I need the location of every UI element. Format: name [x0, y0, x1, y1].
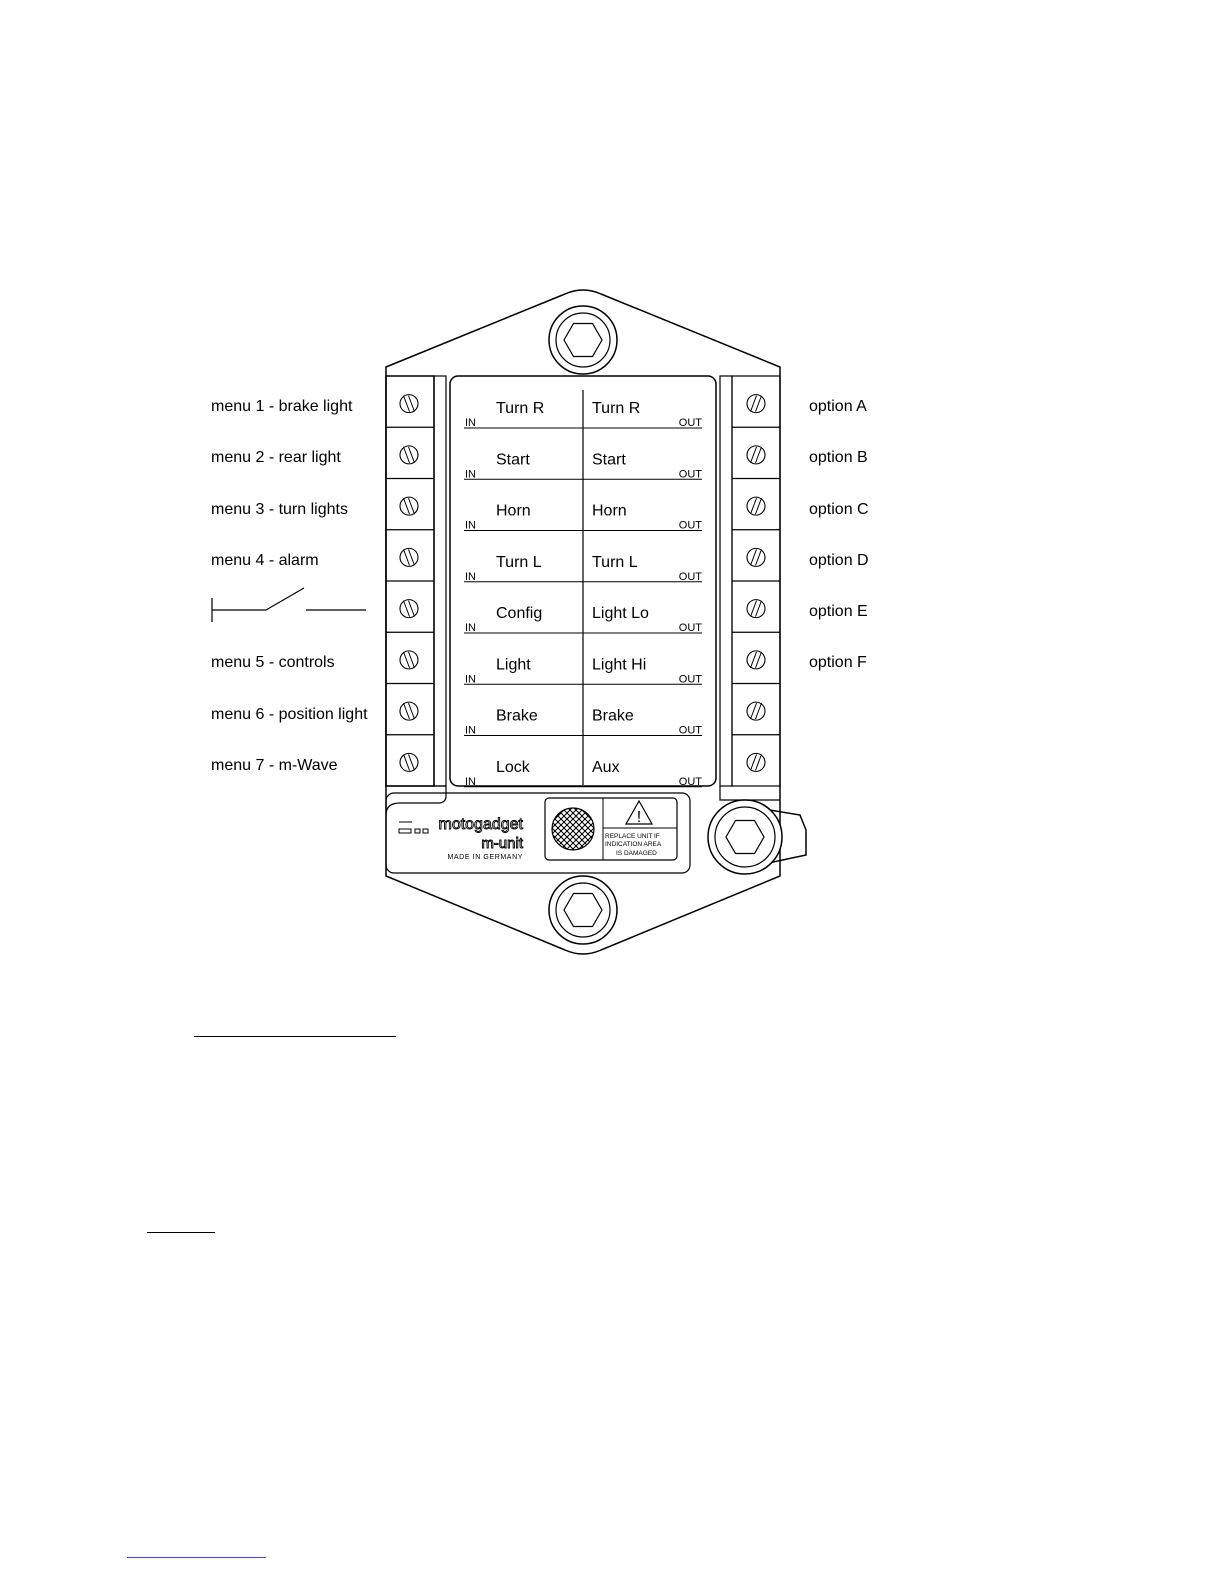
brand-logo: motogadget	[438, 816, 523, 833]
right-label: option A	[809, 398, 867, 415]
terminal-out-label: Turn L	[592, 554, 638, 571]
left-label: menu 7 - m-Wave	[211, 756, 338, 774]
terminal-in-label: Horn	[496, 503, 531, 520]
out-tag: OUT	[679, 468, 703, 480]
right-screw-icon	[746, 701, 766, 721]
left-label: menu 1 - brake light	[211, 398, 353, 415]
warning-text-1: REPLACE UNIT IF	[605, 833, 660, 840]
out-tag: OUT	[679, 571, 703, 583]
out-tag: OUT	[679, 776, 703, 788]
terminal-out-label: Light Lo	[592, 605, 649, 622]
push-button-switch-icon	[211, 587, 366, 622]
terminal-in-label: Turn R	[496, 400, 544, 417]
right-screw-icon	[746, 599, 766, 619]
in-tag: IN	[465, 725, 476, 737]
right-screw-icon	[746, 496, 766, 516]
out-tag: OUT	[679, 622, 703, 634]
in-tag: IN	[465, 468, 476, 480]
model-logo: m-unit	[481, 835, 524, 852]
terminal-out-label: Start	[592, 451, 626, 468]
out-tag: OUT	[679, 673, 703, 685]
right-label: option E	[809, 603, 868, 620]
out-tag: OUT	[679, 725, 703, 737]
right-screw-icon	[746, 394, 766, 414]
bottom-bolt-icon	[548, 875, 618, 945]
out-tag: OUT	[679, 417, 703, 429]
right-label: option F	[809, 654, 867, 672]
right-screw-icon	[746, 752, 766, 772]
terminal-in-label: Config	[496, 605, 542, 622]
right-label: option B	[809, 449, 868, 467]
left-screw-icon	[399, 701, 419, 721]
terminal-in-label: Start	[496, 451, 530, 468]
right-label: option C	[809, 500, 869, 518]
terminal-in-label: Lock	[496, 759, 531, 776]
left-screw-icon	[399, 547, 419, 567]
footnote-link-line	[127, 1557, 266, 1558]
svg-text:!: !	[637, 809, 641, 826]
right-screw-icon	[746, 445, 766, 465]
terminal-out-label: Light Hi	[592, 656, 646, 673]
terminal-in-label: Brake	[496, 708, 538, 725]
in-tag: IN	[465, 673, 476, 685]
left-screw-icon	[399, 752, 419, 772]
terminal-in-label: Turn L	[496, 554, 542, 571]
warning-label	[544, 797, 678, 861]
right-label: option D	[809, 551, 869, 569]
left-label: menu 5 - controls	[211, 654, 335, 672]
in-tag: IN	[465, 520, 476, 532]
warning-triangle-icon: !	[624, 799, 654, 826]
left-screw-icon	[399, 599, 419, 619]
warning-text-2: INDICATION AREA	[605, 841, 662, 848]
terminal-out-label: Aux	[592, 759, 620, 776]
right-screw-icon	[746, 650, 766, 670]
in-tag: IN	[465, 571, 476, 583]
terminal-out-label: Horn	[592, 503, 627, 520]
left-label: menu 3 - turn lights	[211, 500, 348, 518]
left-label: menu 4 - alarm	[211, 551, 319, 569]
warning-text-3: IS DAMAGED	[616, 850, 657, 857]
indication-area-icon	[551, 807, 595, 851]
origin-text: MADE IN GERMANY	[447, 854, 523, 861]
left-screw-icon	[399, 496, 419, 516]
out-tag: OUT	[679, 520, 703, 532]
left-screw-icon	[399, 394, 419, 414]
label-panel	[449, 375, 717, 787]
left-screw-icon	[399, 445, 419, 465]
right-screw-icon	[746, 547, 766, 567]
in-tag: IN	[465, 417, 476, 429]
clamp-tab	[744, 805, 807, 869]
terminal-out-label: Brake	[592, 708, 634, 725]
brand-plate	[385, 792, 691, 874]
left-label: menu 2 - rear light	[211, 449, 341, 467]
terminal-in-label: Light	[496, 656, 531, 673]
top-bolt-icon	[548, 305, 618, 375]
left-screw-icon	[399, 650, 419, 670]
note-underline	[147, 1232, 215, 1233]
in-tag: IN	[465, 622, 476, 634]
side-bolt-icon	[707, 799, 783, 875]
terminal-out-label: Turn R	[592, 400, 640, 417]
left-label: menu 6 - position light	[211, 705, 368, 723]
heading-underline	[194, 1036, 396, 1037]
in-tag: IN	[465, 776, 476, 788]
